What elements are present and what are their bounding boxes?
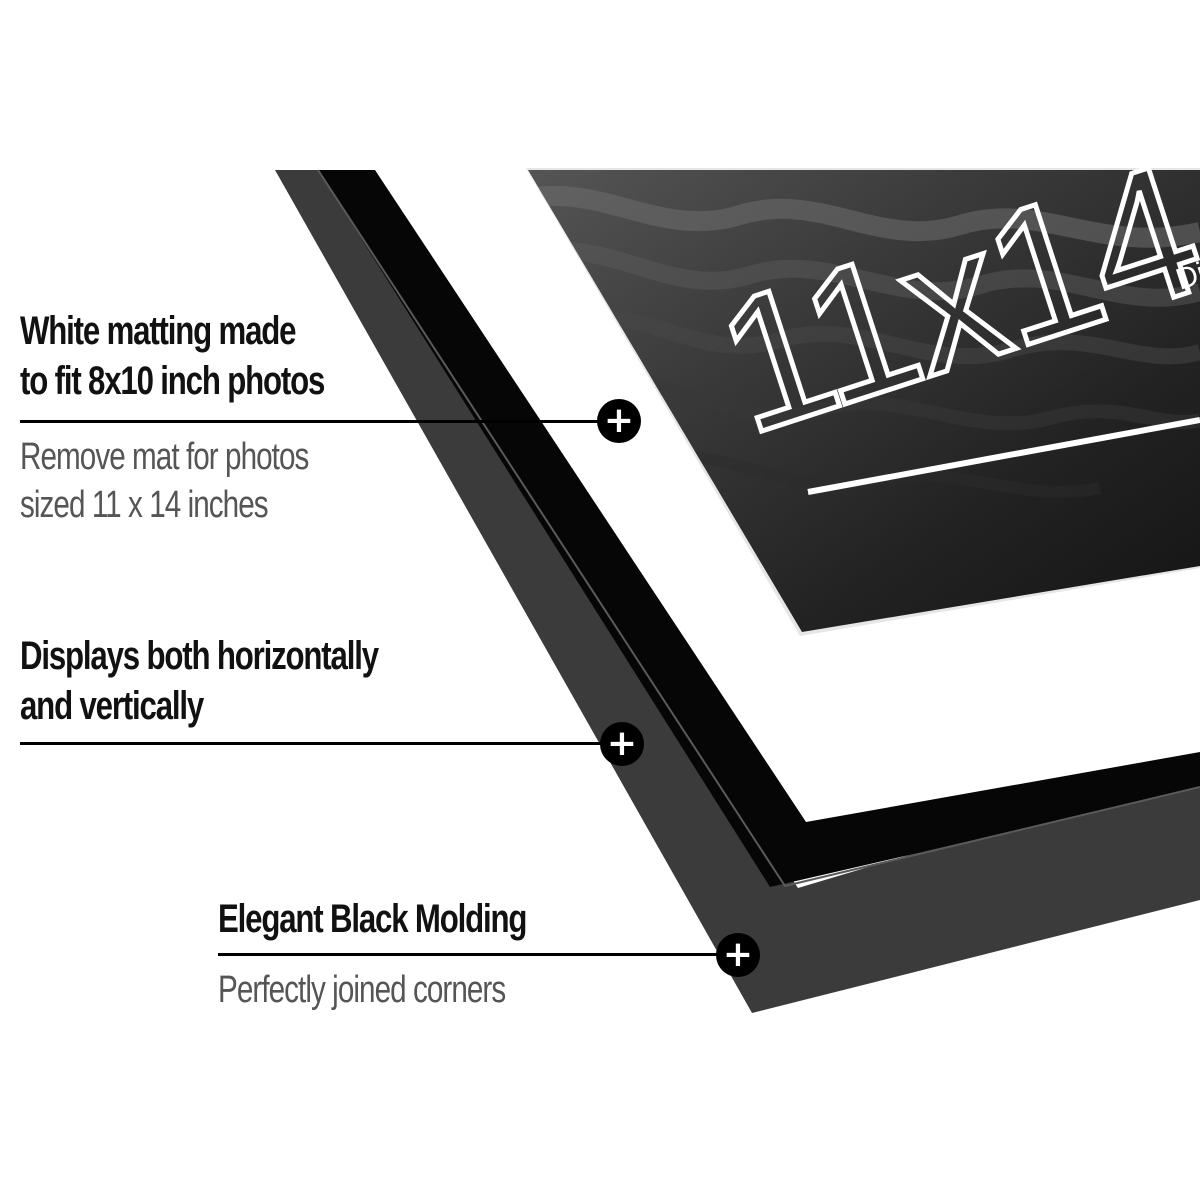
photo-underline [807, 417, 1200, 495]
callout-sub-line: Perfectly joined corners [218, 969, 506, 1011]
callout-rule [218, 953, 738, 956]
callout-sub-black-molding: Perfectly joined corners [218, 966, 586, 1014]
callout-black-molding: Elegant Black Molding [218, 894, 613, 944]
plus-icon: + [716, 933, 760, 977]
callout-rule [20, 420, 620, 423]
callout-rule [20, 742, 623, 745]
callout-sub-line: sized 11 x 14 inches [20, 484, 269, 526]
callout-sub-white-matting: Remove mat for photos sized 11 x 14 inch… [20, 433, 390, 529]
callout-heading-line: Displays both horizontally [20, 634, 379, 678]
callout-heading-line: White matting made [20, 309, 297, 353]
callout-displays-both: Displays both horizontally and verticall… [20, 631, 479, 731]
plus-icon: + [597, 399, 641, 443]
frame-edge-highlight [317, 169, 1200, 888]
photo-texture [528, 185, 1200, 498]
callout-heading-line: and vertically [20, 684, 204, 728]
frame-side-edge [275, 170, 1200, 1013]
callout-heading-line: to fit 8x10 inch photos [20, 359, 325, 403]
frame-front-face [318, 170, 1200, 887]
callout-white-matting: White matting made to fit 8x10 inch phot… [20, 306, 410, 406]
callout-heading-line: Elegant Black Molding [218, 897, 527, 941]
callout-sub-line: Remove mat for photos [20, 436, 309, 478]
plus-icon: + [600, 722, 644, 766]
